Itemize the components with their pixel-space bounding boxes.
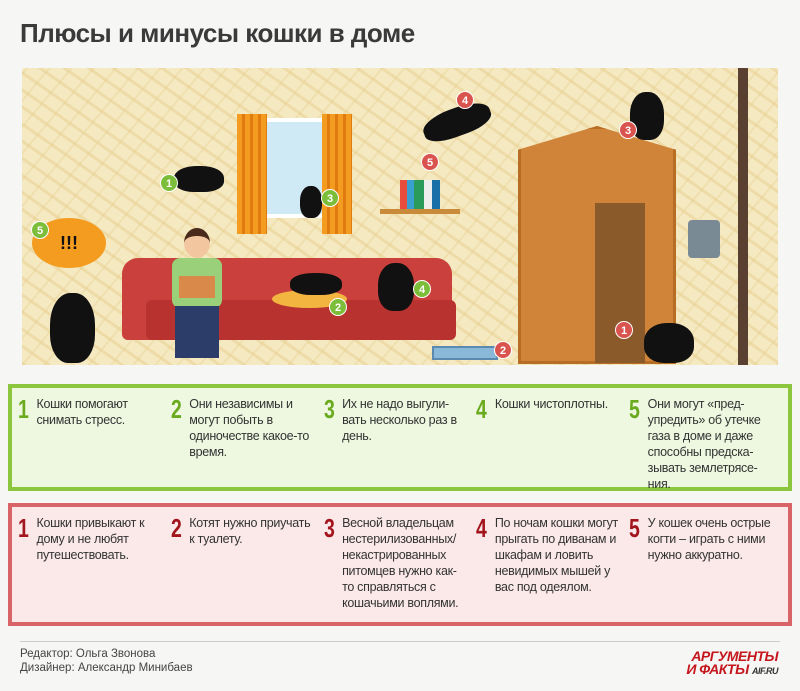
item-number: 3 <box>323 394 335 424</box>
item-number: 1 <box>18 394 29 424</box>
curtain-left <box>237 114 267 234</box>
con-badge-3: 3 <box>619 121 637 139</box>
pro-badge-2: 2 <box>329 298 347 316</box>
item-text: Они независимы и могут побыть в одиночес… <box>189 397 310 459</box>
cat-bed <box>272 290 347 308</box>
item-text: Кошки чистоплотны. <box>494 397 608 411</box>
cat-on-sofa <box>378 263 414 311</box>
item-text: Их не надо выгули-вать несколько раз в д… <box>342 397 457 443</box>
logo-line1: АРГУМЕНТЫ <box>691 648 778 664</box>
con-badge-4: 4 <box>456 91 474 109</box>
item-number: 5 <box>629 394 641 424</box>
pro-badge-4: 4 <box>413 280 431 298</box>
item-number: 2 <box>170 394 182 424</box>
item-text: У кошек очень острые когти – играть с ни… <box>647 516 771 562</box>
bookshelf <box>380 180 460 214</box>
item-text: Кошки привыкают к дому и не любят путеше… <box>36 516 145 562</box>
bubble-text: !!! <box>60 233 78 253</box>
cat-sitting-left <box>50 293 95 363</box>
page-title: Плюсы и минусы кошки в доме <box>20 18 415 48</box>
con-badge-2: 2 <box>494 341 512 359</box>
logo-line2: И ФАКТЫ <box>686 661 749 677</box>
logo-site: AIF.RU <box>752 666 779 676</box>
item-number: 1 <box>18 513 29 543</box>
cat-on-head <box>174 166 224 192</box>
con-badge-5: 5 <box>421 153 439 171</box>
con-badge-1: 1 <box>615 321 633 339</box>
curtain-right <box>322 114 352 234</box>
item-text: Котят нужно приучать к туалету. <box>189 516 311 546</box>
item-number: 5 <box>629 513 641 543</box>
cat-on-bed <box>290 273 342 295</box>
item-number: 4 <box>476 394 488 424</box>
person <box>167 228 227 358</box>
wardrobe-open-door <box>595 203 645 363</box>
item-number: 4 <box>476 513 488 543</box>
pro-badge-3: 3 <box>321 189 339 207</box>
litter-box <box>432 346 498 360</box>
item-text: Они могут «пред-упредить» об утечке газа… <box>647 397 761 491</box>
cat-near-wardrobe <box>644 323 694 363</box>
cat-in-window <box>300 186 322 218</box>
editor-credit: Редактор: Ольга Звонова <box>20 648 156 660</box>
pole <box>738 68 748 365</box>
item-text: Весной владельцам нестерилизованных/ нек… <box>342 516 459 610</box>
designer-credit: Дизайнер: Александр Минибаев <box>20 662 193 674</box>
item-number: 3 <box>323 513 335 543</box>
illustration: !!! 1 2 3 4 5 1 2 3 4 5 <box>22 68 778 365</box>
pro-badge-1: 1 <box>160 174 178 192</box>
telephone <box>688 220 720 258</box>
pro-badge-5: 5 <box>31 221 49 239</box>
item-number: 2 <box>170 513 182 543</box>
item-text: По ночам кошки могут прыгать по диванам … <box>494 516 618 594</box>
item-text: Кошки помогают снимать стресс. <box>36 397 128 427</box>
pro-item: 4 Кошки чистоплотны. <box>476 396 629 479</box>
divider <box>20 641 780 642</box>
